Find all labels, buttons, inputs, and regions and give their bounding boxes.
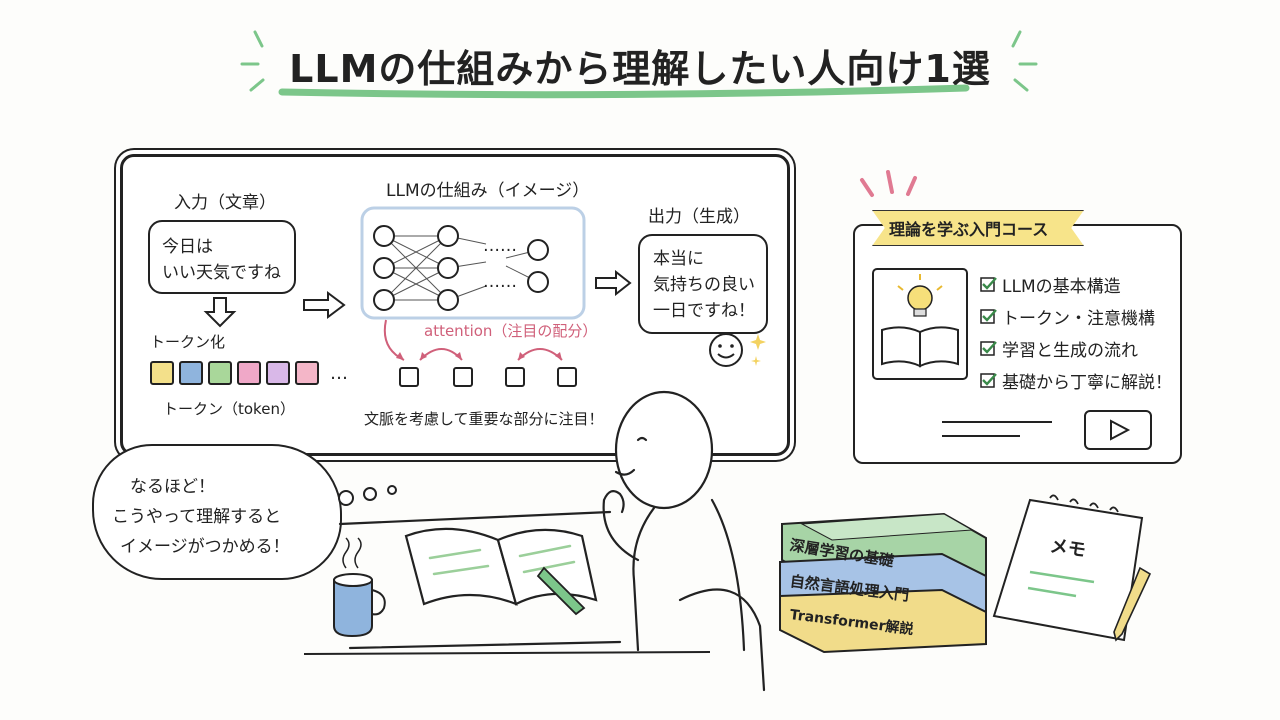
token-ellipsis: …: [330, 362, 348, 384]
page-title: LLMの仕組みから理解したい人向け1選: [289, 47, 991, 91]
course-item: LLMの基本構造: [980, 268, 1172, 300]
course-item: 基礎から丁寧に解説！: [980, 364, 1172, 396]
course-item-label: LLMの基本構造: [1002, 276, 1121, 297]
coffee-mug-icon: [333, 537, 386, 638]
token-label: トークン（token）: [163, 400, 295, 418]
course-desc-lines: [942, 421, 1052, 437]
network-ellipsis-bottom: ……: [483, 272, 517, 292]
output-text-line2: 気持ちの良い: [653, 275, 755, 295]
play-icon: [1110, 419, 1131, 441]
course-ribbon-label: 理論を学ぶ入門コース: [889, 220, 1049, 239]
thought-line3: イメージがつかめる！: [120, 537, 290, 557]
memo-pad-illustration: [992, 494, 1152, 642]
tokenize-label: トークン化: [150, 333, 226, 351]
open-book-icon: [881, 326, 959, 368]
course-item-label: 基礎から丁寧に解説！: [1002, 372, 1172, 393]
network-ellipsis-top: ……: [483, 236, 517, 256]
output-text-line1: 本当に: [653, 249, 704, 269]
output-bubble: [638, 234, 768, 334]
smiley-icon: [709, 333, 766, 367]
output-heading: 出力（生成）: [648, 207, 750, 227]
thought-line2: こうやって理解すると: [112, 507, 282, 527]
attention-diagram: [383, 319, 577, 387]
floor-line: [303, 651, 711, 655]
check-icon: [980, 309, 997, 324]
pencil-icon: [536, 566, 586, 616]
thought-dots: [338, 485, 397, 506]
token-block: [295, 361, 319, 385]
check-icon: [980, 277, 997, 292]
book-stack-illustration: [779, 512, 987, 654]
right-arrow-icon-output: [595, 270, 632, 296]
token-block: [179, 361, 203, 385]
course-item: トークン・注意機構: [980, 300, 1172, 332]
llm-heading: LLMの仕組み（イメージ）: [386, 181, 590, 201]
token-block: [150, 361, 174, 385]
input-heading: 入力（文章）: [174, 193, 276, 213]
play-button[interactable]: [1084, 410, 1152, 450]
token-row: …: [150, 361, 348, 385]
output-text-line3: 一日ですね！: [653, 301, 755, 321]
course-items: LLMの基本構造トークン・注意機構学習と生成の流れ基礎から丁寧に解説！: [980, 268, 1172, 396]
token-block: [237, 361, 261, 385]
check-icon: [980, 373, 997, 388]
person-at-desk-illustration: [333, 390, 766, 692]
check-icon: [980, 341, 997, 356]
course-item: 学習と生成の流れ: [980, 332, 1172, 364]
token-block: [266, 361, 290, 385]
input-text-line1: 今日は: [162, 237, 213, 257]
pencil-icon: [1113, 566, 1152, 642]
context-note: 文脈を考慮して重要な部分に注目！: [364, 410, 604, 428]
input-text-line2: いい天気ですね: [162, 263, 281, 283]
token-block: [208, 361, 232, 385]
course-item-label: 学習と生成の流れ: [1002, 340, 1138, 361]
lightbulb-book-illustration: [872, 268, 968, 380]
course-ribbon: [872, 210, 1084, 246]
thought-line1: なるほど！: [130, 477, 215, 497]
thought-bubble: [92, 444, 342, 580]
course-item-label: トークン・注意機構: [1002, 308, 1155, 329]
lightbulb-icon: [897, 274, 943, 317]
down-arrow-icon: [203, 297, 237, 328]
neural-network-diagram: [360, 206, 586, 320]
input-bubble: [148, 220, 296, 294]
memo-label: メモ: [1048, 535, 1088, 562]
right-arrow-icon: [303, 291, 346, 319]
attention-label: attention（注目の配分）: [424, 322, 598, 340]
